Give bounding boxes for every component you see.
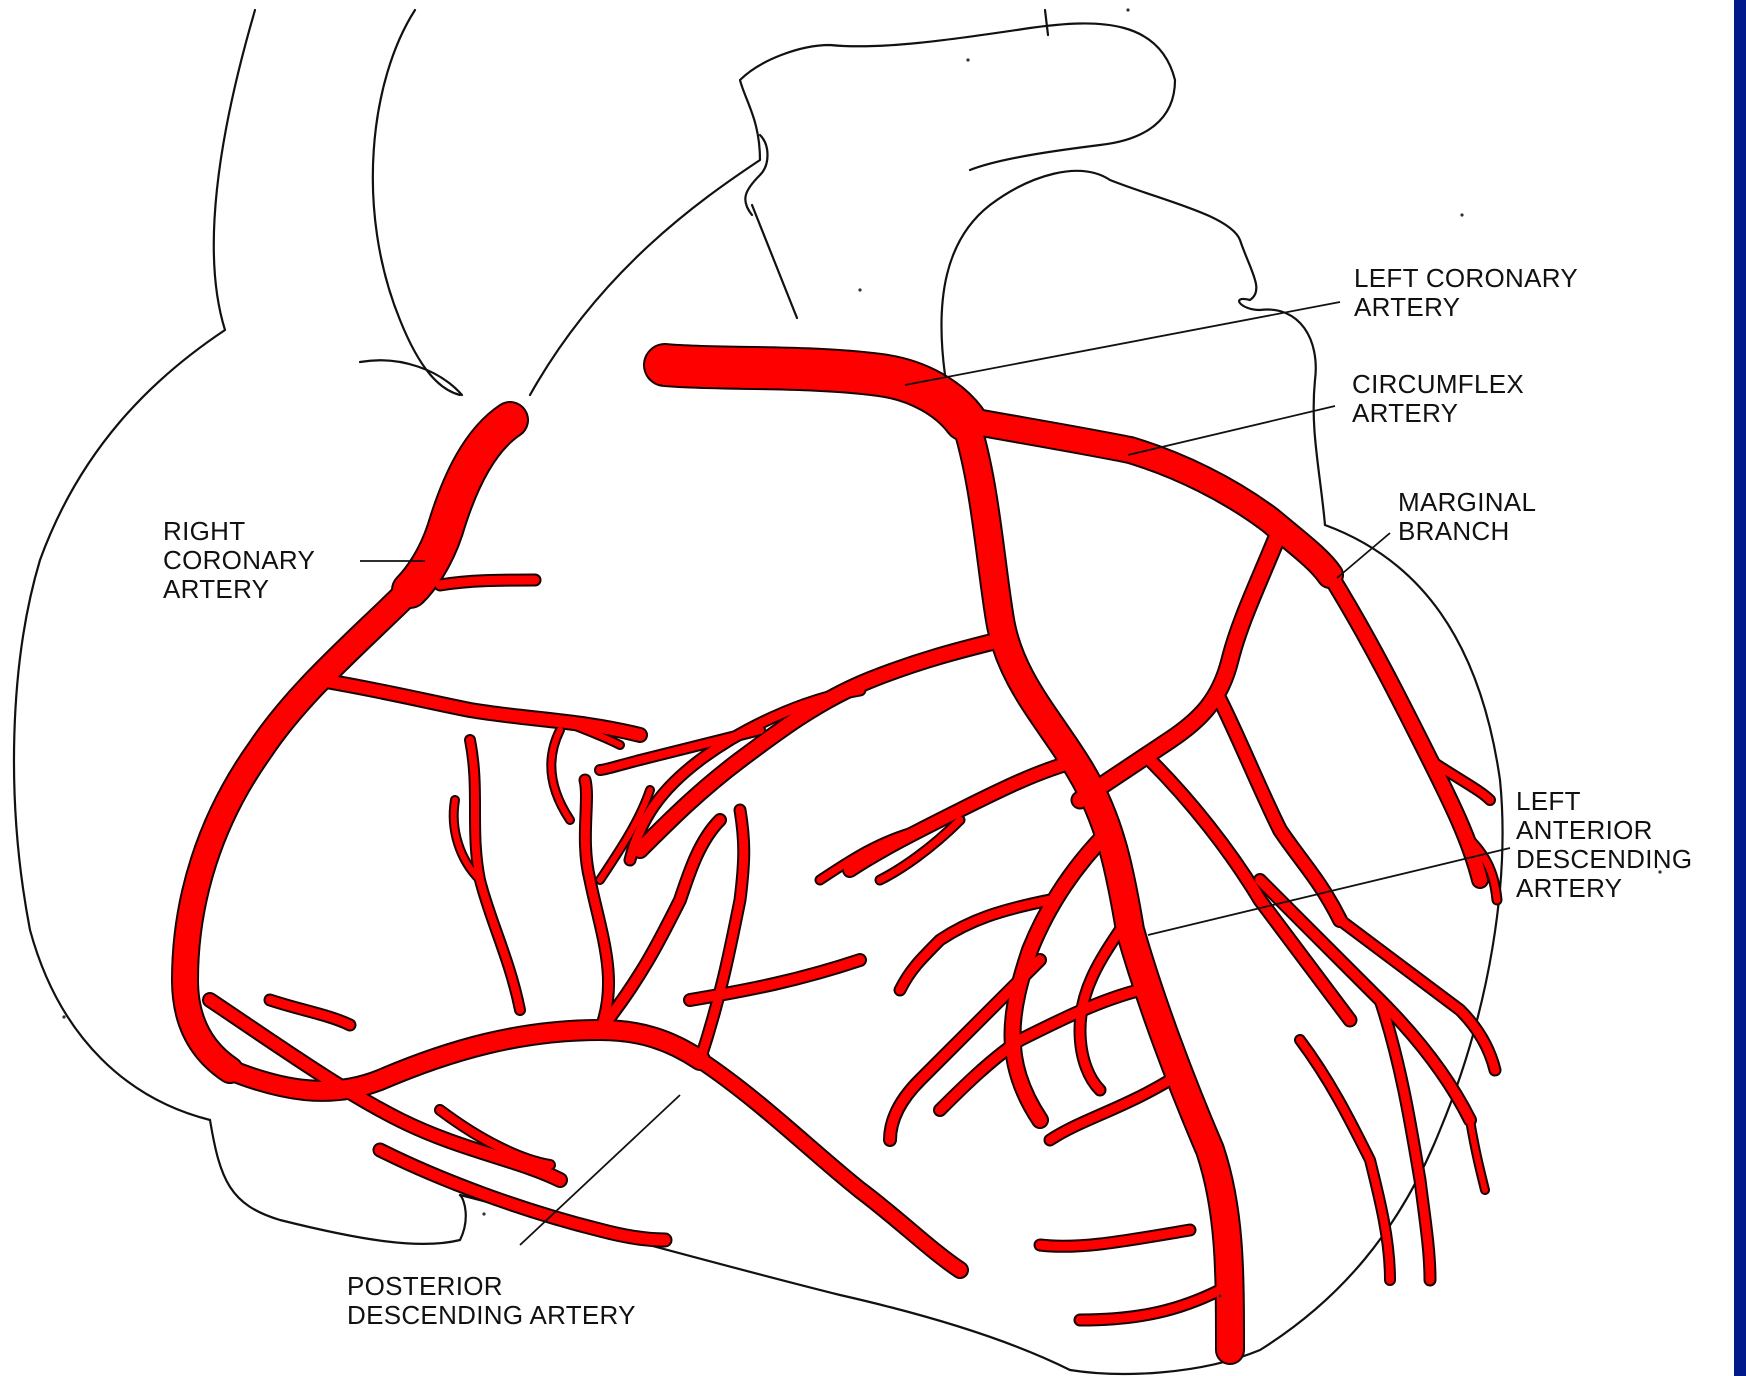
leader-circumflex xyxy=(1128,406,1335,455)
label-line: CORONARY xyxy=(163,546,315,575)
label-line: ARTERY xyxy=(1352,399,1524,428)
coronary-arteries xyxy=(185,365,1497,1350)
lad-branch-4-outline xyxy=(940,990,1140,1110)
aorta-inner xyxy=(745,135,767,215)
label-line: POSTERIOR xyxy=(347,1272,636,1301)
label-line: ARTERY xyxy=(163,575,315,604)
lad-branch-4 xyxy=(940,990,1140,1110)
aorta-top xyxy=(1045,10,1048,35)
label-line: DESCENDING xyxy=(1516,845,1692,874)
label-line: ANTERIOR xyxy=(1516,816,1692,845)
pda-branch-f xyxy=(585,780,609,1030)
rca-inferior-branch-2 xyxy=(270,1000,350,1025)
heart-outline xyxy=(14,10,1503,1374)
right-coronary-artery-root xyxy=(410,420,510,590)
lad-branch-5b xyxy=(1040,1230,1190,1246)
left-atrial-appendage xyxy=(941,171,1325,525)
label-line: BRANCH xyxy=(1398,517,1536,546)
label-line: LEFT CORONARY xyxy=(1354,264,1578,293)
pda-branch-c xyxy=(700,1060,960,1270)
circumflex-branch-1b xyxy=(1220,700,1340,920)
left-anterior-descending-artery-outline xyxy=(965,420,1230,1350)
label-line: ARTERY xyxy=(1516,874,1692,903)
label-marginal-branch: MARGINAL BRANCH xyxy=(1398,488,1536,546)
rca-acute-branch xyxy=(320,680,640,735)
rca-small-branch xyxy=(440,580,535,585)
label-line: MARGINAL xyxy=(1398,488,1536,517)
leader-lad xyxy=(1148,848,1510,935)
svc-right-line xyxy=(373,10,460,395)
label-line: RIGHT xyxy=(163,517,315,546)
label-line: LEFT xyxy=(1516,787,1692,816)
pda-branch-e xyxy=(690,960,860,1000)
print-specks xyxy=(62,8,1661,1297)
slide-edge-bar xyxy=(1734,0,1746,1376)
label-posterior-descending-artery: POSTERIOR DESCENDING ARTERY xyxy=(347,1272,636,1330)
leader-left-coronary xyxy=(905,302,1340,385)
aorta xyxy=(530,23,1175,395)
lad-branch-5 xyxy=(1050,1080,1170,1140)
left-main-coronary-artery xyxy=(665,365,965,420)
label-right-coronary-artery: RIGHT CORONARY ARTERY xyxy=(163,517,315,604)
label-line: DESCENDING ARTERY xyxy=(347,1301,636,1330)
label-line: ARTERY xyxy=(1354,293,1578,322)
label-circumflex-artery: CIRCUMFLEX ARTERY xyxy=(1352,370,1524,428)
label-left-coronary-artery: LEFT CORONARY ARTERY xyxy=(1354,264,1578,322)
label-line: CIRCUMFLEX xyxy=(1352,370,1524,399)
label-left-anterior-descending-artery: LEFT ANTERIOR DESCENDING ARTERY xyxy=(1516,787,1692,903)
aorta-stem xyxy=(752,205,797,318)
